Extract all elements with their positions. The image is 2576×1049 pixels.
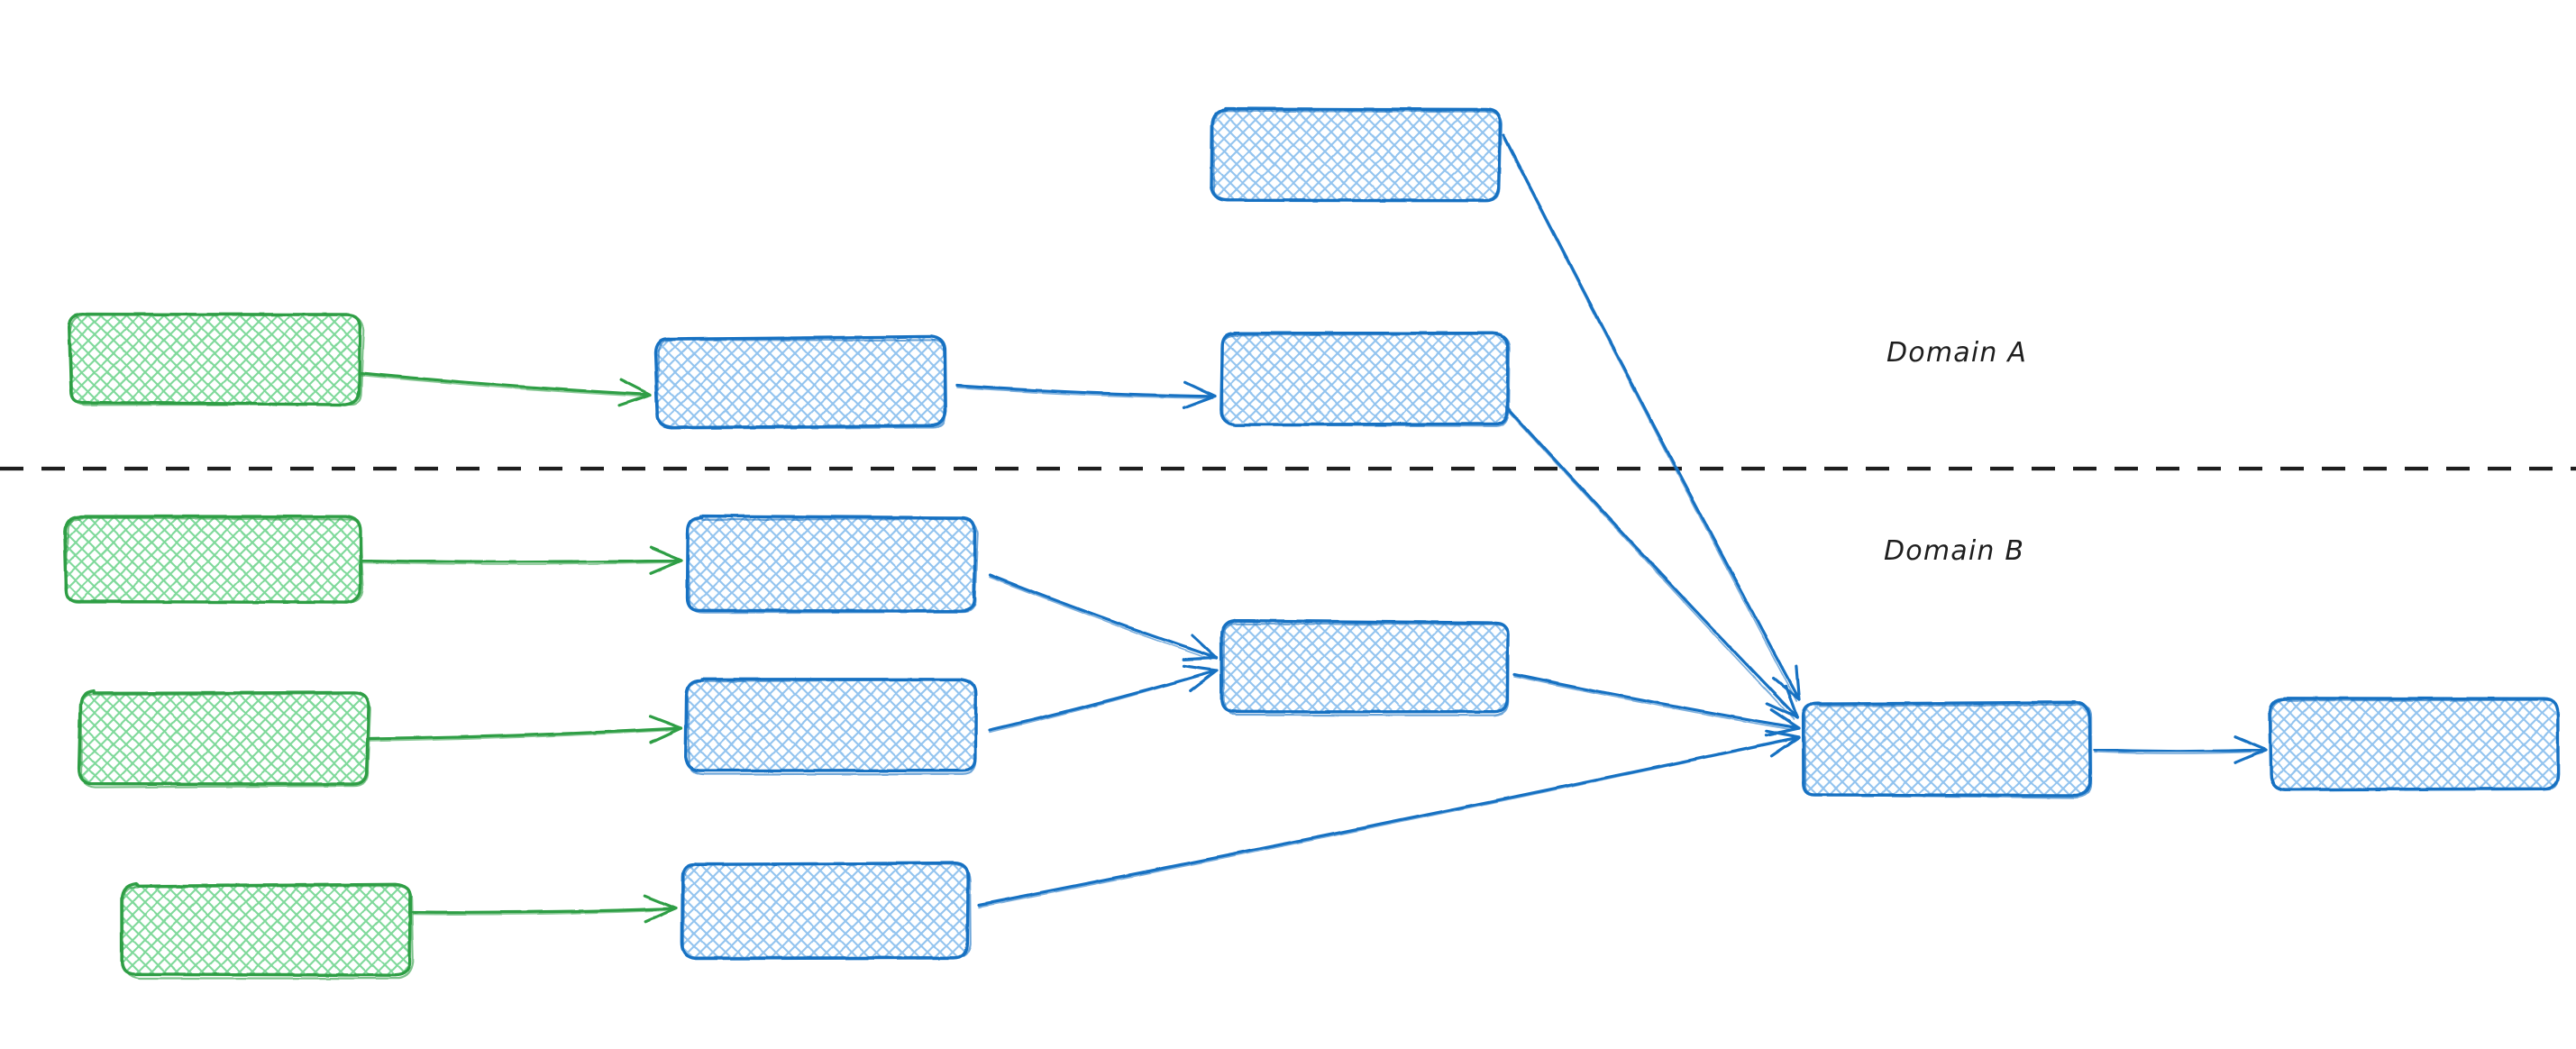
edge-g-b3-to-n-b3[interactable]: [413, 896, 676, 922]
node-fill: [79, 692, 368, 784]
node-g-b3[interactable]: [122, 884, 413, 979]
edge-g-a1-to-n-a1[interactable]: [361, 373, 651, 406]
edge-g-b1-to-n-b1[interactable]: [362, 548, 681, 574]
node-n-a1[interactable]: [655, 336, 945, 428]
edge-g-b2-to-n-b2[interactable]: [370, 716, 681, 743]
edge-n-b5-to-n-b6[interactable]: [2095, 737, 2266, 763]
edge-n-b4-to-n-b5[interactable]: [1514, 674, 1799, 735]
edge-n-a0-to-n-b5[interactable]: [1503, 135, 1799, 701]
edge-n-b3-to-n-b5[interactable]: [979, 731, 1799, 908]
node-fill: [687, 517, 975, 611]
edge-line: [990, 670, 1217, 730]
domain-b-label: Domain B: [1884, 535, 2024, 567]
node-n-b1[interactable]: [687, 516, 978, 613]
edge-n-a1-to-n-a2[interactable]: [957, 382, 1215, 408]
node-n-a2[interactable]: [1221, 333, 1510, 426]
edge-n-b1-to-n-b4[interactable]: [990, 575, 1217, 660]
node-fill: [1221, 333, 1508, 424]
edge-n-b2-to-n-b4[interactable]: [990, 666, 1217, 733]
edge-line: [1507, 407, 1797, 717]
node-fill: [65, 517, 361, 602]
node-n-b3[interactable]: [681, 863, 971, 959]
edge-line: [1503, 135, 1799, 699]
node-fill: [681, 863, 968, 957]
node-fill: [2271, 698, 2558, 789]
node-fill: [123, 885, 411, 975]
node-fill: [1803, 703, 2089, 795]
node-n-b5[interactable]: [1803, 702, 2091, 798]
node-n-b6[interactable]: [2270, 698, 2559, 790]
edge-line: [1514, 674, 1799, 728]
node-fill: [687, 680, 975, 771]
edge-line: [990, 575, 1217, 658]
node-fill: [656, 338, 945, 426]
node-fill: [1212, 110, 1499, 200]
edge-n-a2-to-n-b5[interactable]: [1507, 407, 1797, 719]
node-g-b2[interactable]: [79, 691, 370, 788]
node-fill: [70, 314, 361, 404]
edge-line: [2095, 750, 2266, 752]
edge-line: [362, 561, 681, 562]
node-n-b2[interactable]: [686, 680, 976, 774]
node-n-b4[interactable]: [1221, 621, 1509, 716]
edge-line: [979, 737, 1799, 905]
node-g-b1[interactable]: [65, 516, 363, 603]
domain-a-label: Domain A: [1886, 337, 2027, 369]
node-n-a0[interactable]: [1211, 109, 1502, 201]
edge-line: [361, 373, 651, 395]
node-fill: [1221, 622, 1508, 712]
node-g-a1[interactable]: [69, 314, 364, 405]
